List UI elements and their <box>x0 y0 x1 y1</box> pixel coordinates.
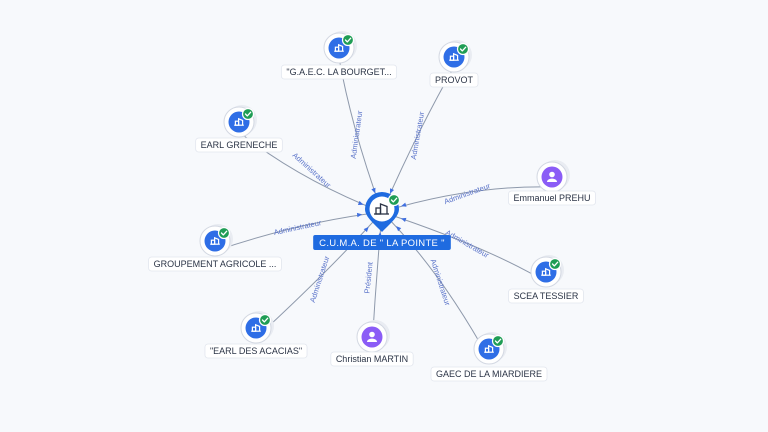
arrowhead <box>401 202 407 207</box>
center-building-icon <box>374 203 389 215</box>
verified-check-icon <box>341 33 355 47</box>
edge-relation-label: Administrateur <box>409 110 426 160</box>
node-earl-acacias[interactable]: "EARL DES ACACIAS" <box>204 311 308 359</box>
verified-check-icon <box>548 257 562 271</box>
node-label: Christian MARTIN <box>336 354 408 364</box>
node-label: GROUPEMENT AGRICOLE ... <box>154 259 277 269</box>
building-icon <box>251 323 261 332</box>
center-label: C.U.M.A. DE " LA POINTE " <box>319 238 445 249</box>
building-icon <box>234 117 244 126</box>
node-label-box <box>148 256 282 272</box>
node-label: "G.A.E.C. LA BOURGET... <box>286 67 391 77</box>
node-label-box <box>195 137 283 153</box>
node-scea-tessier[interactable]: SCEA TESSIER <box>508 255 584 304</box>
verified-check-icon <box>258 313 272 327</box>
node-provot[interactable]: PROVOT <box>429 40 479 88</box>
node-label: GAEC DE LA MIARDIERE <box>436 369 542 379</box>
edge-relation-label: Administrateur <box>443 181 492 206</box>
node-label: SCEA TESSIER <box>514 291 579 301</box>
edge-line <box>214 211 383 252</box>
person-icon <box>367 331 377 342</box>
arrowhead <box>396 226 402 232</box>
node-emmanuel-prehu[interactable]: Emmanuel PREHU <box>508 160 596 206</box>
node-label: Emmanuel PREHU <box>513 193 590 203</box>
node-groupement-agricole[interactable]: GROUPEMENT AGRICOLE ... <box>148 224 282 272</box>
building-icon <box>484 344 494 353</box>
node-gaec-miardiere[interactable]: GAEC DE LA MIARDIERE <box>430 332 548 382</box>
center-label-box <box>313 235 451 250</box>
node-label: "EARL DES ACACIAS" <box>210 346 302 356</box>
edge-gaec-bourget: Administrateur <box>338 57 383 213</box>
edge-relation-label: Administrateur <box>308 254 332 303</box>
verified-check-icon <box>241 107 255 121</box>
node-label-box <box>204 343 308 359</box>
nodes-layer: "G.A.E.C. LA BOURGET... PROVOT EARL GRENEC… <box>148 31 596 382</box>
verified-check-icon <box>491 334 505 348</box>
verified-check-icon <box>456 42 470 56</box>
node-label-box <box>430 366 548 382</box>
node-label-box <box>280 64 398 80</box>
building-icon <box>210 236 220 245</box>
center-pin[interactable] <box>365 192 401 232</box>
node-christian-martin[interactable]: Christian MARTIN <box>330 320 414 367</box>
edge-line <box>381 211 490 360</box>
center-node[interactable]: C.U.M.A. DE " LA POINTE " <box>313 192 451 250</box>
node-label-box <box>330 351 414 367</box>
node-earl-greneche[interactable]: EARL GRENECHE <box>195 105 283 153</box>
arrowhead <box>371 187 376 194</box>
node-label-box <box>429 72 479 88</box>
edge-relation-label: Administrateur <box>429 258 453 307</box>
arrowhead <box>390 188 395 194</box>
building-icon <box>541 267 551 276</box>
arrowhead <box>363 226 369 233</box>
building-icon <box>449 52 459 61</box>
edge-relation-label: Administrateur <box>273 218 323 237</box>
node-label: PROVOT <box>435 75 474 85</box>
arrowhead <box>357 200 364 205</box>
person-icon <box>547 171 557 182</box>
edge-relation-label: Administrateur <box>444 228 491 260</box>
node-gaec-bourget[interactable]: "G.A.E.C. LA BOURGET... <box>280 31 398 80</box>
building-icon <box>334 43 344 52</box>
edge-relation-label: Administrateur <box>291 151 333 190</box>
verified-check-icon <box>387 193 401 207</box>
edge-provot: Administrateur <box>381 66 455 213</box>
arrowhead <box>400 217 407 222</box>
node-label: EARL GRENECHE <box>201 140 278 150</box>
node-label-box <box>508 288 584 304</box>
arrowhead <box>356 212 363 218</box>
node-label-box <box>508 190 596 206</box>
edge-gaec-miardiere: Administrateur <box>381 211 490 360</box>
edge-relation-label: Président <box>362 261 374 294</box>
verified-check-icon <box>217 226 231 240</box>
